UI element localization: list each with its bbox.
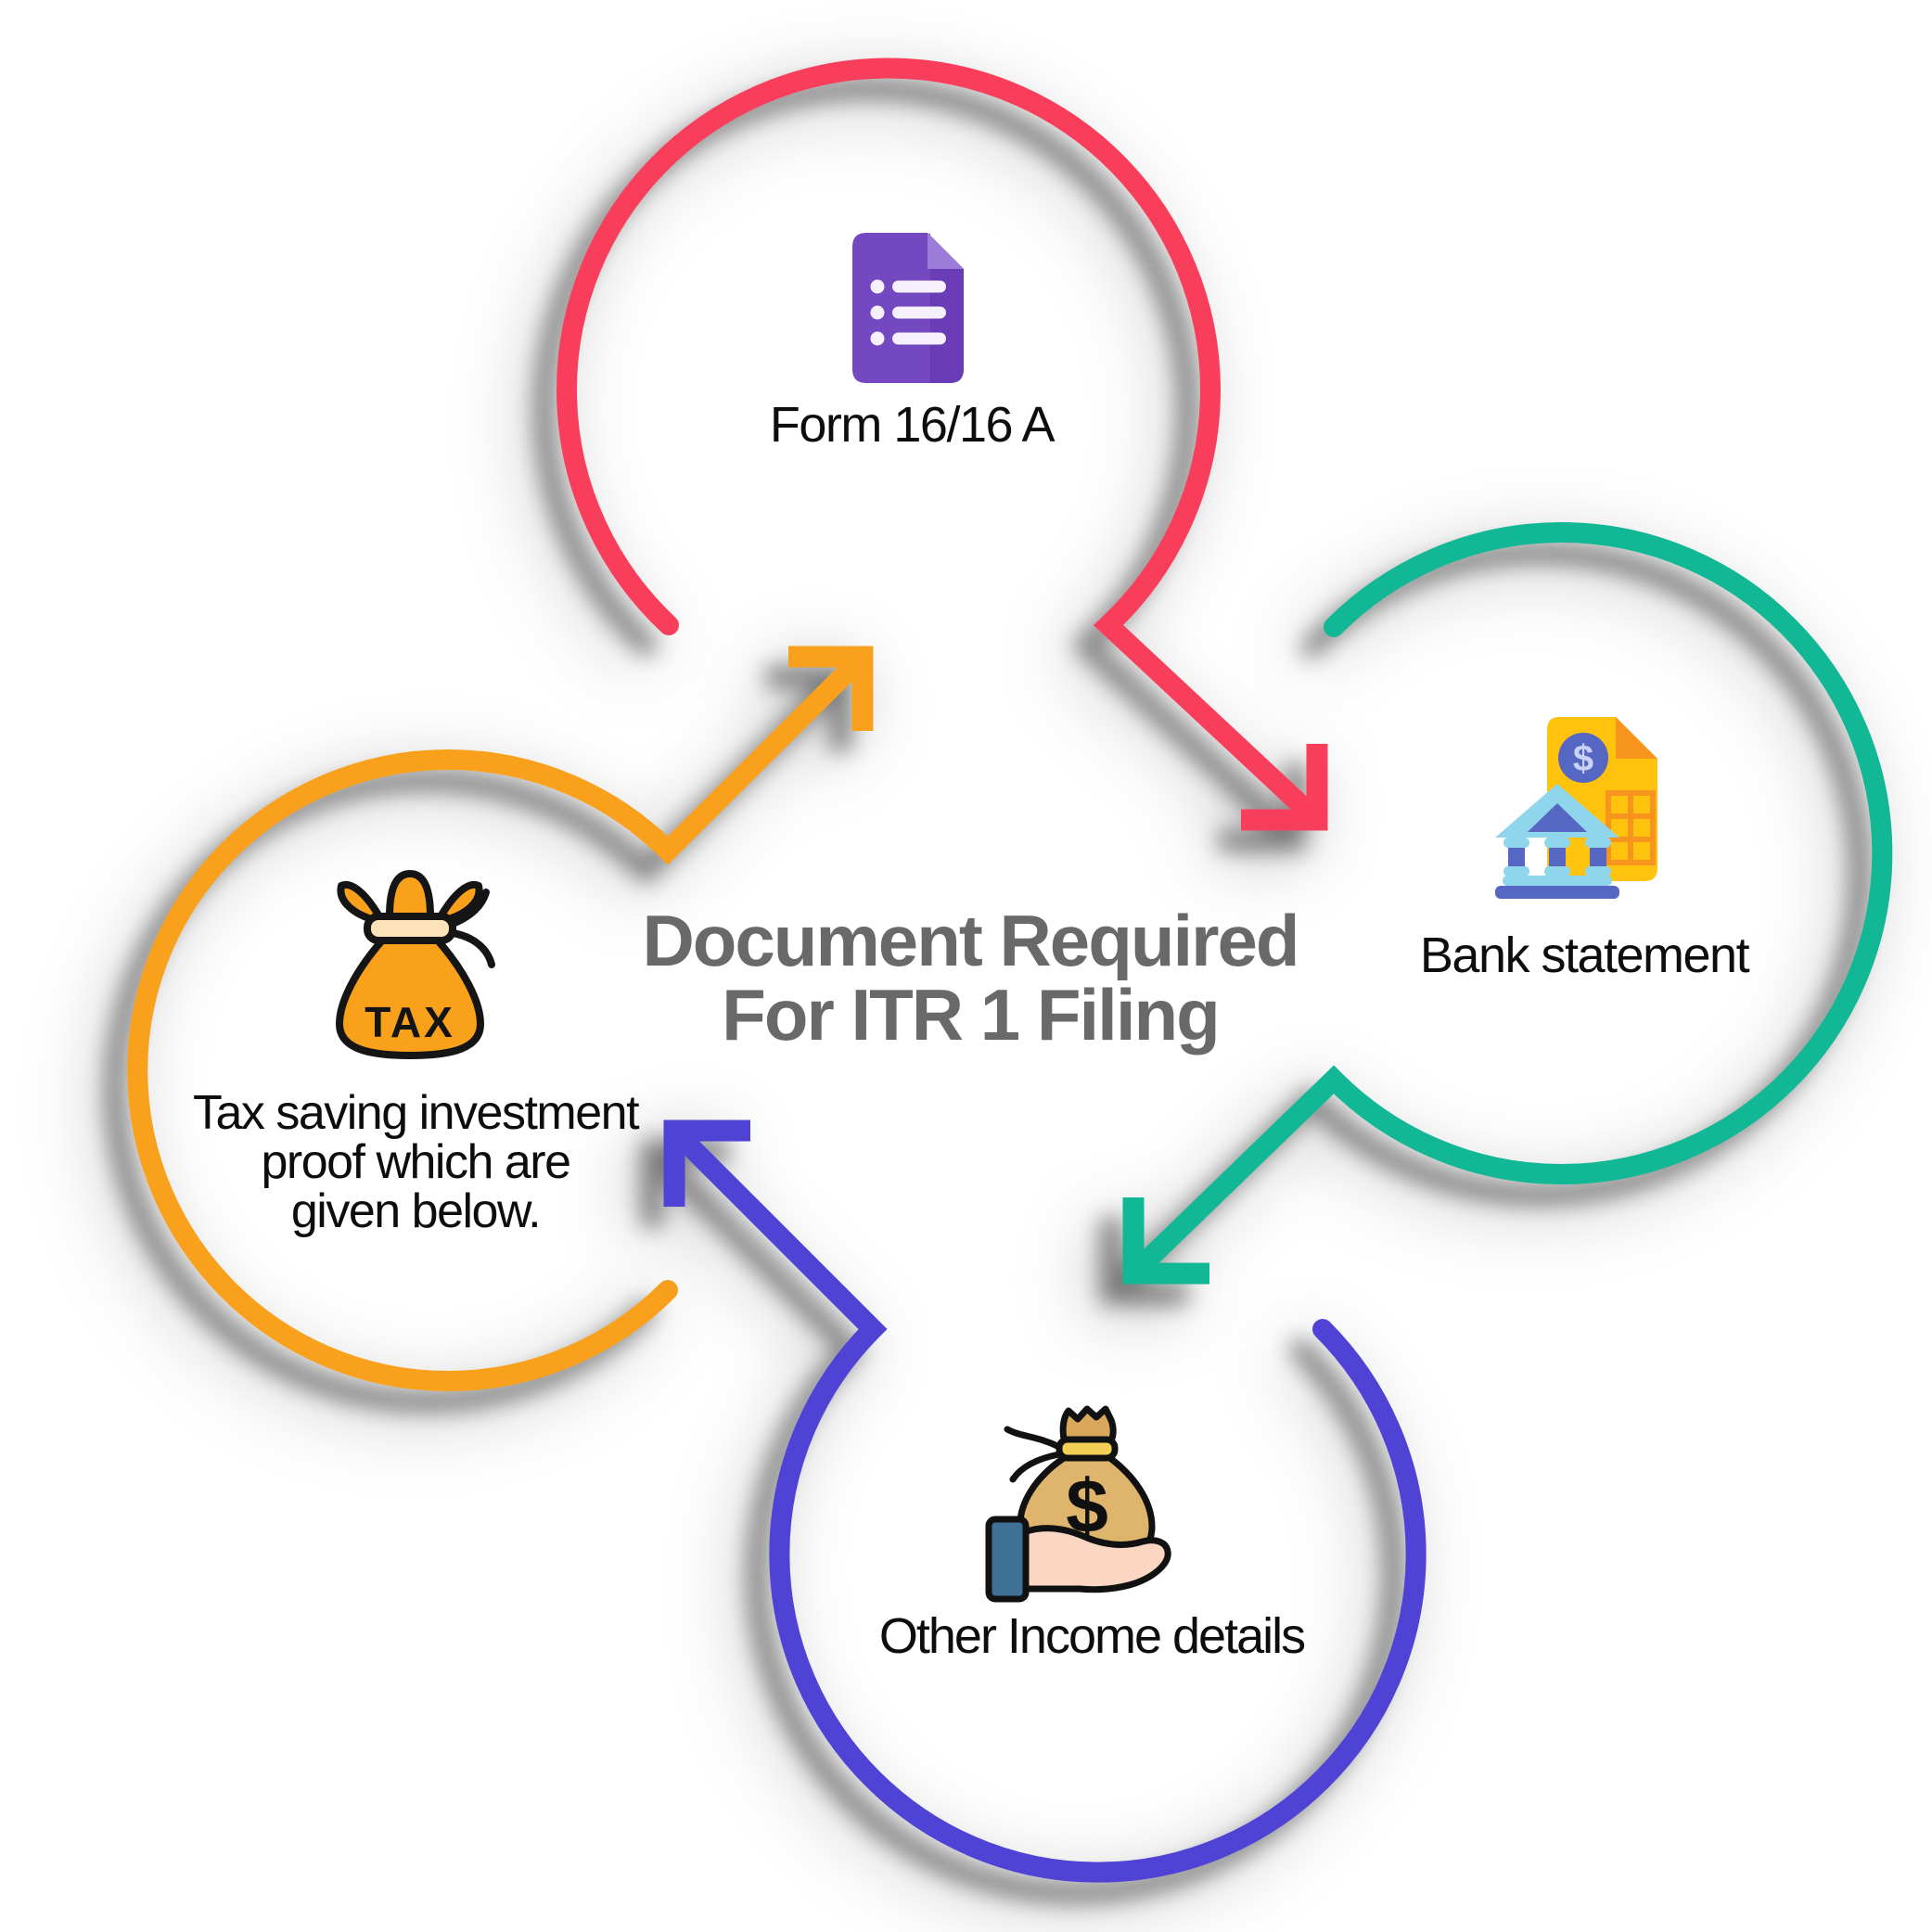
arrow-form-to-bank-head (1241, 744, 1328, 831)
arrow-bank-to-other-head (1122, 1197, 1209, 1285)
form-list-lines (870, 279, 946, 346)
bag-tie-strings (1004, 1426, 1063, 1483)
folded-corner (928, 233, 964, 269)
bag-band (364, 913, 456, 944)
circle-tax (127, 646, 874, 1391)
circle-bank (1122, 522, 1893, 1285)
sleeve (985, 1516, 1030, 1603)
label-other-income: Other Income details (878, 1608, 1306, 1664)
arrow-other-to-tax-head (663, 1120, 750, 1207)
label-bank: Bank statement (1419, 928, 1750, 983)
statement-grid (1606, 790, 1656, 865)
bag-band (1056, 1436, 1119, 1462)
open-hand (1020, 1525, 1171, 1593)
tax-glyph: TAX (365, 998, 455, 1046)
dollar-badge-glyph: $ (1573, 738, 1593, 779)
tax-money-bag-icon: TAX (336, 870, 495, 1059)
other-ring-and-arrow-shaft (664, 1120, 1427, 1883)
sheet-folded-corner (1616, 717, 1657, 759)
bank-building (1495, 784, 1619, 899)
money-bag-in-hand-icon: $ (985, 1405, 1171, 1603)
arrow-tax-to-form-head (788, 646, 874, 731)
page-title-line2: For ITR 1 Filing (722, 974, 1221, 1056)
form16-ring-and-arrow-shaft (557, 58, 1327, 830)
tax-ring-and-arrow-shaft (127, 646, 873, 1391)
label-form16: Form 16/16 A (769, 397, 1056, 453)
page-title-line1: Document Required (642, 900, 1299, 981)
dollar-badge (1558, 733, 1608, 783)
circle-other-income (663, 1120, 1427, 1883)
label-tax-proof: Tax saving investment proof which are gi… (192, 1086, 640, 1238)
bag-tie-strings (449, 889, 495, 968)
bank-statement-icon: $ (1495, 717, 1657, 899)
page-title: Document Required For ITR 1 Filing (599, 903, 1341, 1052)
bank-ring-and-arrow-shaft (1123, 522, 1893, 1284)
circle-form16 (557, 58, 1328, 831)
form-document-icon (852, 233, 964, 383)
